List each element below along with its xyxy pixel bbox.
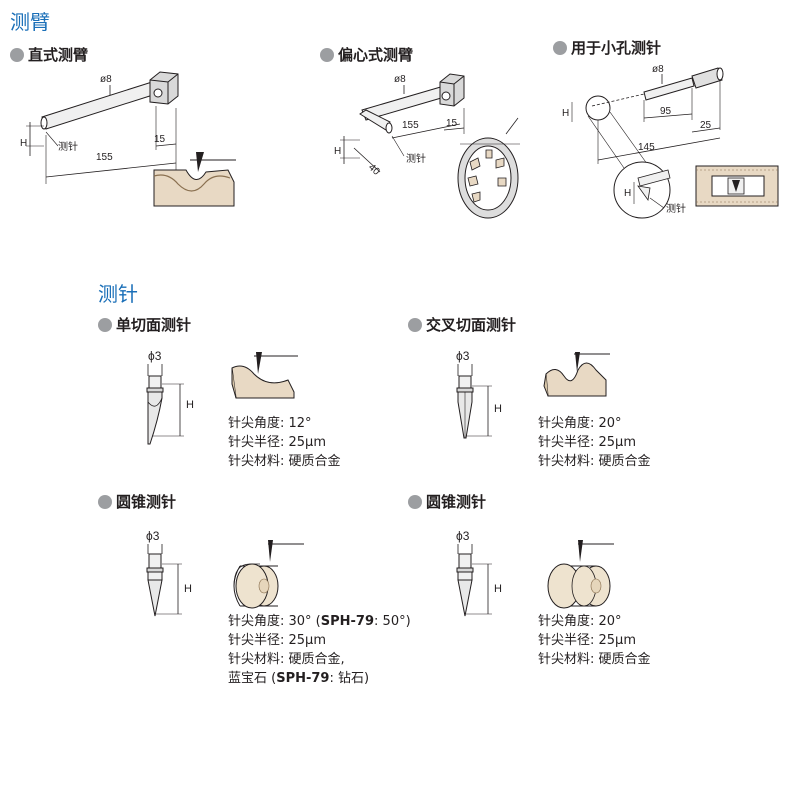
eccentric-arm-title: 偏心式测臂 (338, 46, 414, 64)
spec-tip-material: 针尖材料: 硬质合金, (228, 652, 345, 667)
cross-bevel-diagram: ϕ3 H (456, 349, 610, 439)
mid-length-label: 95 (660, 106, 672, 117)
straight-arm-heading: 直式测臂 (10, 44, 88, 65)
eccentric-arm-heading: 偏心式测臂 (320, 44, 413, 65)
bullet-icon (408, 494, 422, 509)
end-length-label: 25 (700, 120, 712, 131)
cross-bevel-specs: 针尖角度: 20° 针尖半径: 25μm 针尖材料: 硬质合金 (538, 414, 651, 471)
spec-tip-material: 针尖材料: 硬质合金 (228, 454, 341, 469)
bullet-icon (10, 47, 24, 62)
cone-b-heading: 圆锥测针 (408, 491, 486, 512)
single-bevel-title: 单切面测针 (116, 316, 192, 334)
cone-a-title: 圆锥测针 (116, 493, 177, 511)
diameter-label: ϕ3 (146, 529, 160, 543)
diameter-label: ϕ3 (456, 529, 470, 543)
diameter-label: ø8 (394, 74, 406, 85)
bullet-icon (98, 317, 112, 332)
spec-tip-material: 针尖材料: 硬质合金 (538, 454, 651, 469)
spec-tip-radius: 针尖半径: 25μm (228, 435, 326, 450)
h-label: H (494, 583, 502, 595)
small-hole-arm-title: 用于小孔测针 (571, 39, 662, 57)
single-bevel-diagram: ϕ3 H (146, 349, 298, 445)
eccentric-arm-diagram: ø8 H 测针 155 15 40 (334, 73, 520, 219)
spec-tip-material: 针尖材料: 硬质合金 (538, 652, 651, 667)
straight-arm-diagram: ø8 H 测针 155 15 (20, 71, 236, 207)
cone-b-diagram: ϕ3 H (456, 529, 614, 617)
bullet-icon (553, 40, 567, 55)
single-bevel-heading: 单切面测针 (98, 314, 191, 335)
cone-a-specs: 针尖角度: 30° (SPH-79: 50°) 针尖半径: 25μm 针尖材料:… (228, 612, 411, 688)
straight-arm-title: 直式测臂 (28, 46, 89, 64)
length-label: 155 (96, 152, 113, 163)
h-label: H (186, 399, 194, 411)
total-length-label: 145 (638, 142, 655, 153)
spec-tip-angle: 针尖角度: 20° (538, 416, 622, 431)
section-title-arms: 测臂 (10, 10, 50, 34)
cone-b-specs: 针尖角度: 20° 针尖半径: 25μm 针尖材料: 硬质合金 (538, 612, 651, 669)
spec-tip-material-alt: 蓝宝石 (SPH-79: 钻石) (228, 671, 370, 686)
small-hole-arm-heading: 用于小孔测针 (553, 37, 661, 58)
small-hole-arm-diagram: ø8 H 95 25 145 H 测针 (562, 64, 779, 219)
cross-bevel-heading: 交叉切面测针 (408, 314, 516, 335)
bullet-icon (408, 317, 422, 332)
length-label: 155 (402, 120, 419, 131)
diameter-label: ϕ3 (456, 349, 470, 363)
cross-bevel-title: 交叉切面测针 (426, 316, 517, 334)
spec-tip-angle: 针尖角度: 12° (228, 416, 312, 431)
tip-label: 测针 (666, 202, 686, 215)
offset-label: 40 (366, 162, 382, 178)
h-label: H (562, 108, 569, 119)
cone-a-diagram: ϕ3 H (146, 529, 304, 617)
spec-tip-radius: 针尖半径: 25μm (228, 633, 326, 648)
h-label: H (184, 583, 192, 595)
h-label: H (334, 146, 341, 157)
spec-tip-radius: 针尖半径: 25μm (538, 633, 636, 648)
spec-tip-radius: 针尖半径: 25μm (538, 435, 636, 450)
detail-h-label: H (624, 188, 631, 199)
diameter-label: ø8 (652, 64, 664, 75)
end-length-label: 15 (446, 118, 458, 129)
end-length-label: 15 (154, 134, 166, 145)
bullet-icon (98, 494, 112, 509)
cone-a-heading: 圆锥测针 (98, 491, 176, 512)
cone-b-title: 圆锥测针 (426, 493, 487, 511)
tip-label: 测针 (58, 140, 78, 153)
single-bevel-specs: 针尖角度: 12° 针尖半径: 25μm 针尖材料: 硬质合金 (228, 414, 341, 471)
model-name: SPH-79 (276, 671, 330, 686)
h-label: H (494, 403, 502, 415)
bullet-icon (320, 47, 334, 62)
diameter-label: ϕ3 (148, 349, 162, 363)
diameter-label: ø8 (100, 74, 112, 85)
spec-tip-angle: 针尖角度: 30° (SPH-79: 50°) (228, 614, 411, 629)
model-name: SPH-79 (320, 614, 375, 629)
section-title-styli: 测针 (98, 282, 138, 306)
spec-tip-angle: 针尖角度: 20° (538, 614, 622, 629)
h-label: H (20, 138, 27, 149)
tip-label: 测针 (406, 152, 426, 165)
